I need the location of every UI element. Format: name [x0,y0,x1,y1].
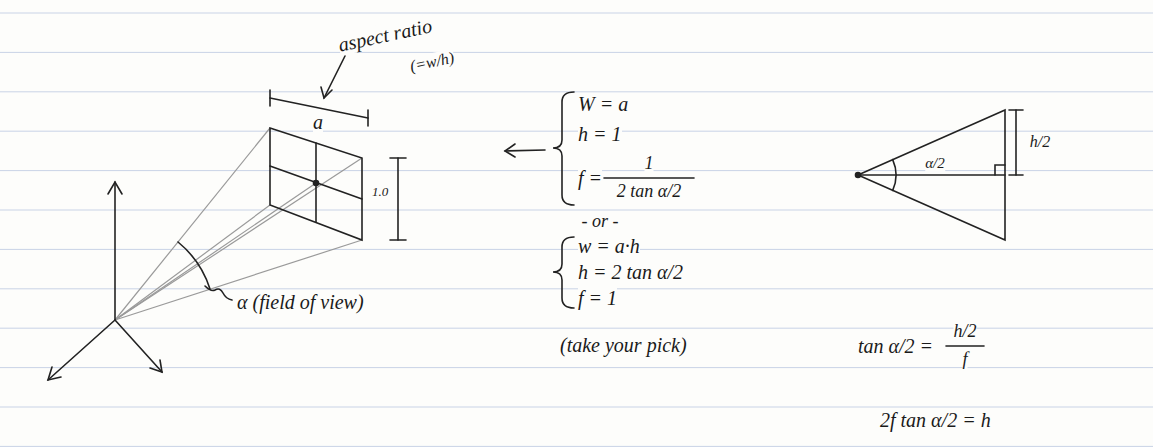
numerator: h/2 [953,322,976,342]
ruled-line [0,367,1153,368]
equation: w = a·h [578,235,640,257]
note: - or - [582,212,619,232]
angle-label: α (field of view) [237,291,364,313]
equation: tan α/2 = [858,335,933,357]
ruled-line [0,288,1153,289]
annotation: aspect ratio [336,14,433,55]
ruled-line [0,91,1153,92]
ruled-line [0,328,1153,329]
denominator: f [962,350,967,370]
denominator: 2 tan α/2 [617,182,681,202]
ruled-line [0,210,1153,211]
note: (take your pick) [560,334,687,356]
ruled-line [0,446,1153,447]
equation: f = 1 [578,287,617,309]
equation: f = [578,167,602,189]
numerator: 1 [645,154,654,174]
ruled-line [0,52,1153,53]
ruled-line [0,13,1153,14]
pencil-sketch [48,56,1023,380]
dimension: h/2 [1030,133,1050,151]
equation: h = 1 [578,123,622,145]
equation: h = 2 tan α/2 [578,261,683,283]
dimension: a [313,111,323,133]
ruled-line [0,170,1153,171]
dimension: 1.0 [372,185,388,199]
equation: W = a [578,93,628,115]
ruled-lines [0,13,1153,446]
ruled-line [0,407,1153,408]
equation: 2f tan α/2 = h [880,409,991,431]
ruled-line [0,131,1153,132]
angle-label: α/2 [925,155,945,172]
